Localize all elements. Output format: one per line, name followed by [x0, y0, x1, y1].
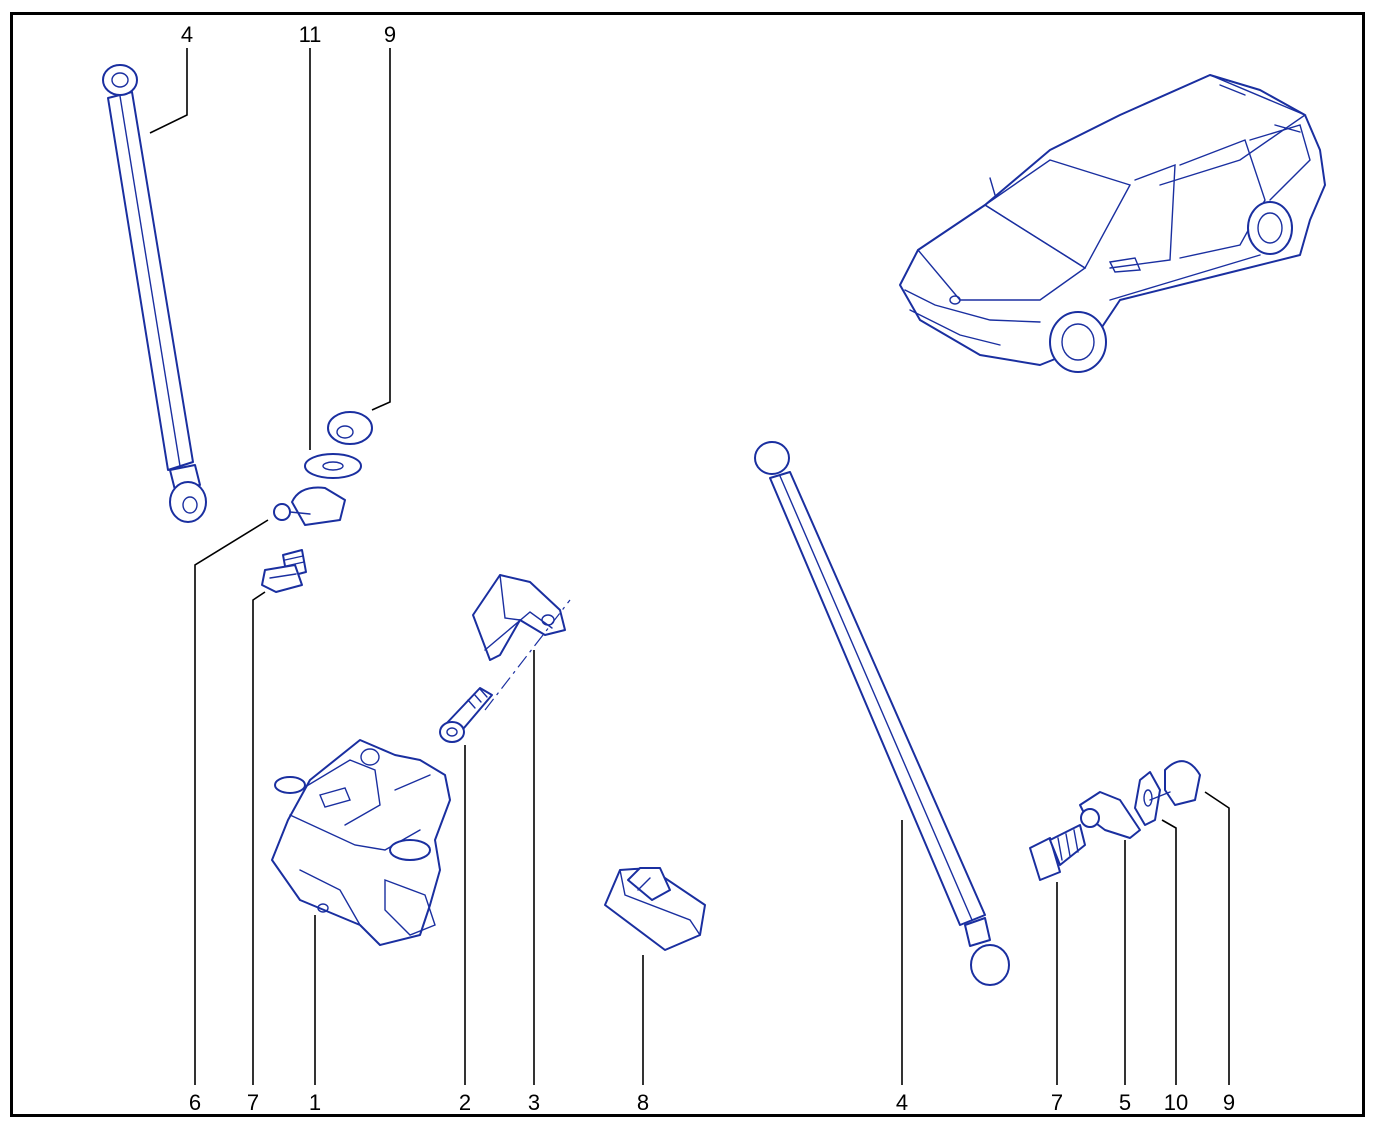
switch — [604, 867, 706, 951]
callout-top-11: 11 — [299, 22, 322, 47]
latch-assembly — [271, 739, 451, 946]
callout-bottom-4: 4 — [896, 1090, 908, 1115]
car-illustration — [899, 74, 1326, 373]
striker — [472, 574, 571, 711]
ball-joint-assembly-left — [261, 411, 373, 593]
screw — [439, 687, 493, 743]
callout-bottom-10: 10 — [1164, 1090, 1188, 1115]
callout-bottom-6: 6 — [189, 1090, 201, 1115]
callout-top-9: 9 — [384, 22, 396, 47]
gas-strut-right — [754, 441, 1010, 986]
callout-bottom-7-left: 7 — [247, 1090, 259, 1115]
callout-bottom-2: 2 — [459, 1090, 471, 1115]
ball-joint-assembly-right — [1029, 760, 1201, 881]
callout-bottom-8: 8 — [637, 1090, 649, 1115]
callout-bottom-1: 1 — [309, 1090, 321, 1115]
gas-strut-left — [102, 64, 207, 523]
callout-bottom-7-right: 7 — [1051, 1090, 1063, 1115]
callout-numbers: 4 11 9 6 7 1 2 3 8 4 7 5 10 9 — [181, 22, 1235, 1115]
callout-bottom-3: 3 — [528, 1090, 540, 1115]
callout-top-4: 4 — [181, 22, 193, 47]
leader-lines — [149, 48, 1230, 1085]
callout-bottom-9: 9 — [1223, 1090, 1235, 1115]
callout-bottom-5: 5 — [1119, 1090, 1131, 1115]
